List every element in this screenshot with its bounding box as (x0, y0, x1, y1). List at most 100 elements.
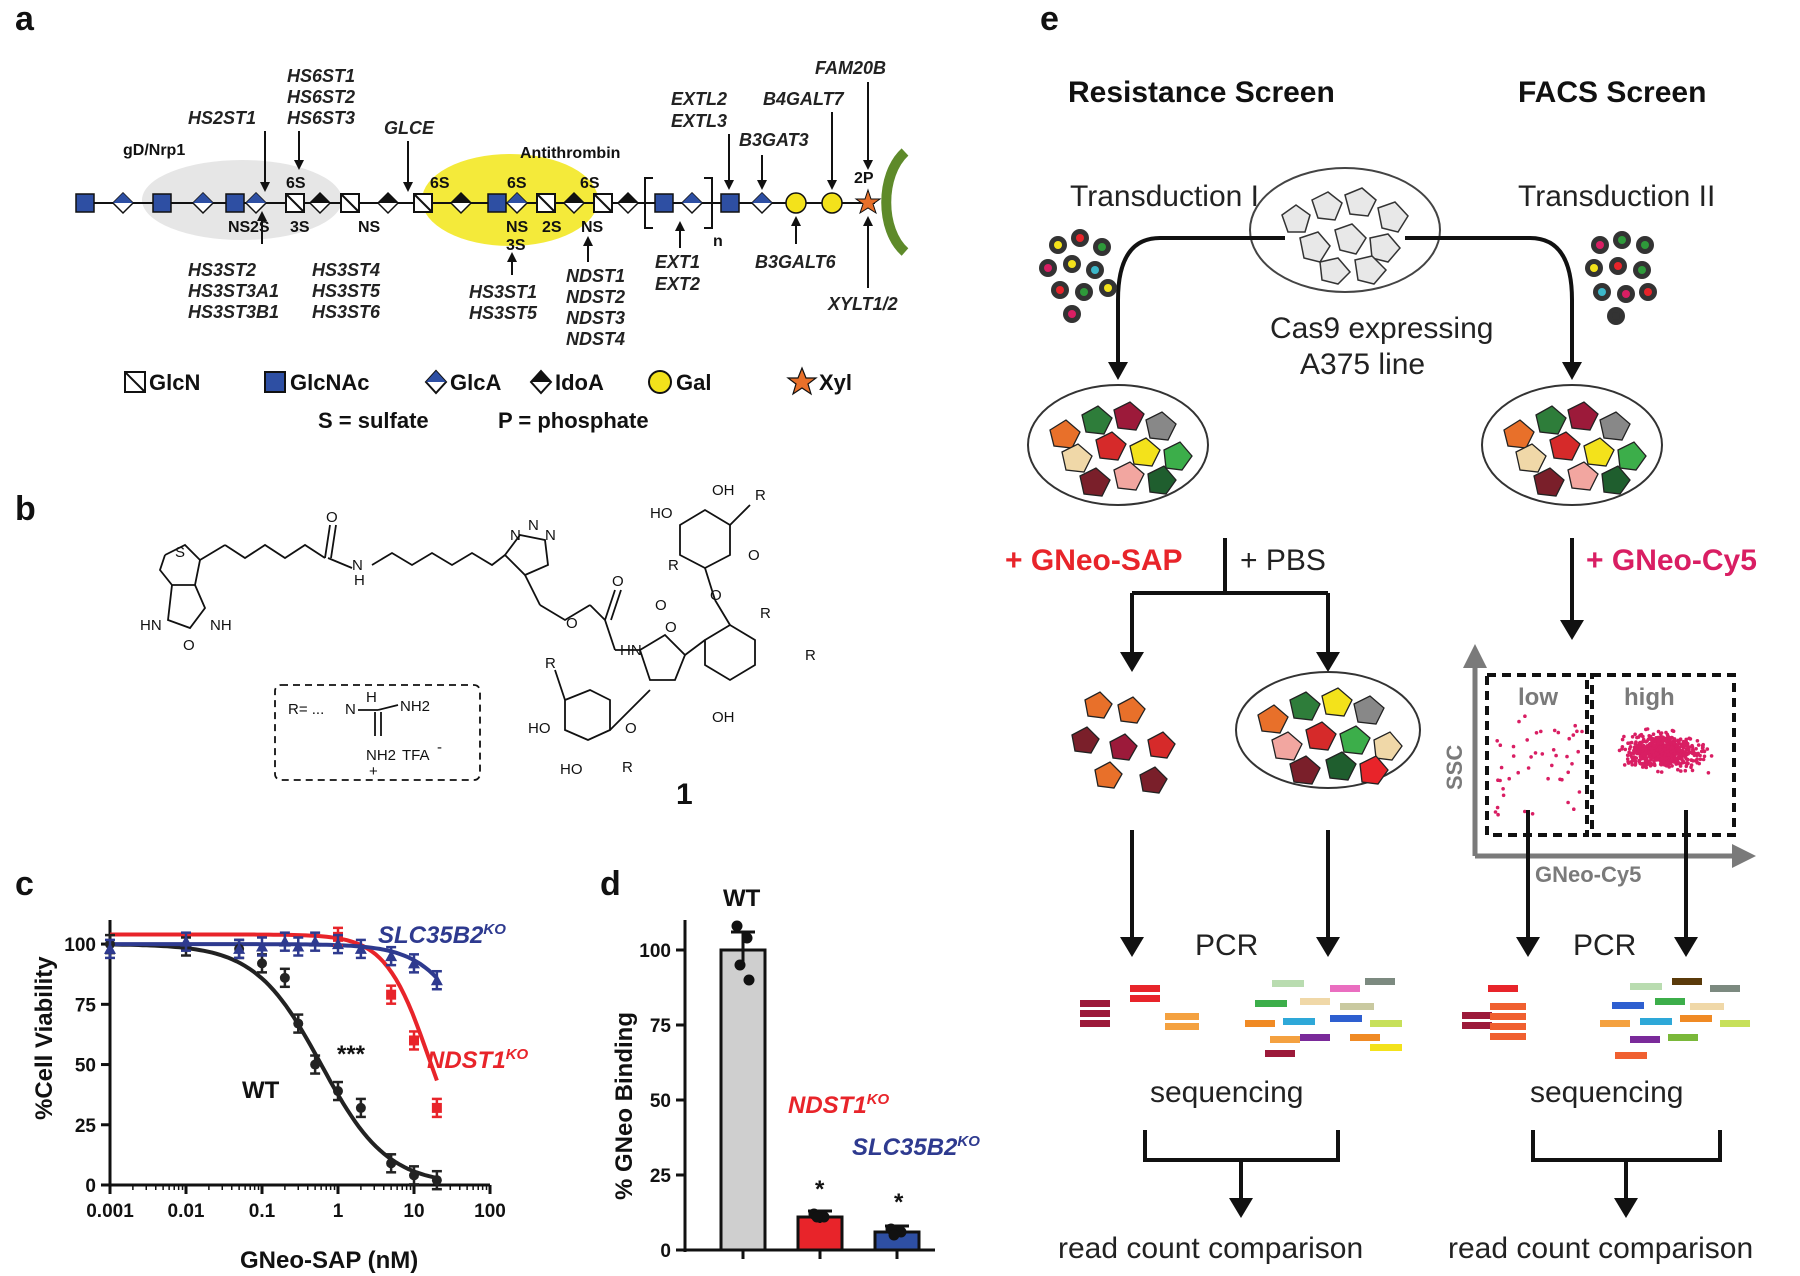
facs-event-high (1633, 745, 1637, 750)
atom-r3: R (760, 605, 771, 622)
xyl-unit (854, 188, 882, 215)
facs-event-high (1696, 743, 1701, 747)
data-point-WT (333, 1086, 343, 1097)
glycan-legend: GlcN GlcNAc GlcA IdoA Gal Xyl S = sulfat… (124, 366, 852, 433)
facs-event-high (1628, 745, 1633, 749)
facs-event-high (1663, 753, 1667, 758)
facs-event-high (1690, 768, 1695, 773)
facs-event-low (1507, 776, 1511, 781)
facs-event-high (1623, 747, 1628, 752)
facs-event-low (1554, 753, 1558, 758)
atom-tfa: TFA (402, 747, 430, 764)
facs-event-low (1516, 770, 1520, 775)
data-point-SLC35B2KO (385, 950, 398, 962)
membrane-icon (881, 148, 909, 256)
atom-r6: R (622, 759, 633, 776)
y-tick-label: 50 (650, 1091, 671, 1112)
r-definition: R= ... (288, 701, 324, 718)
atom-ho3: HO (560, 761, 583, 778)
facs-event-high (1669, 754, 1674, 758)
atom-o2: O (326, 509, 338, 526)
reads-left-control (1245, 978, 1402, 1057)
facs-event-high (1683, 755, 1688, 760)
facs-event-high (1663, 743, 1667, 748)
facs-event-high (1689, 765, 1693, 769)
atom-o8: O (748, 547, 760, 564)
reads-right-high (1600, 978, 1750, 1059)
data-point-WT (386, 1158, 397, 1169)
read-count-left: read count comparison (1058, 1232, 1363, 1265)
facs-event-high (1637, 749, 1641, 753)
facs-event-low (1496, 812, 1500, 817)
repeat-bracket-right (704, 177, 713, 229)
transduced-pool-left (1027, 384, 1209, 506)
gene-hs3st5: HS3ST5 (312, 281, 381, 301)
facs-event-high (1620, 737, 1625, 742)
replicate-point (741, 932, 753, 944)
facs-event-low (1540, 752, 1545, 756)
facs-event-low (1495, 739, 1499, 743)
facs-event-high (1692, 753, 1697, 758)
facs-event-high (1658, 747, 1662, 752)
x-tick-label: 1 (333, 1201, 344, 1222)
facs-event-high (1683, 743, 1688, 747)
facs-event-high (1679, 769, 1683, 773)
facs-event-low (1570, 762, 1574, 766)
gd-nrp1-label: gD/Nrp1 (123, 142, 185, 159)
facs-event-high (1641, 763, 1646, 767)
facs-event-high (1658, 741, 1663, 746)
gneo-cy5-label: + GNeo-Cy5 (1586, 544, 1757, 577)
facs-event-low (1565, 754, 1569, 759)
facs-event-high (1679, 753, 1683, 757)
facs-event-low (1495, 805, 1500, 810)
facs-event-low (1552, 728, 1557, 733)
facs-event-high (1646, 750, 1651, 755)
facs-event-high (1655, 757, 1660, 761)
replicate-point (734, 959, 746, 971)
facs-event-low (1529, 755, 1533, 759)
charge-minus: - (437, 739, 442, 756)
legend-sulfate: S = sulfate (318, 408, 429, 433)
facs-event-high (1673, 752, 1677, 756)
gene-extl2: EXTL2 (671, 89, 727, 109)
mod-6s: 6S (430, 175, 450, 192)
mod-6s: 6S (580, 175, 600, 192)
x-tick-label: 0.001 (86, 1201, 134, 1222)
facs-event-high (1656, 769, 1660, 774)
compound-number: 1 (676, 778, 693, 811)
atom-h: H (354, 572, 365, 589)
chart-d-sig-2: * (894, 1189, 904, 1216)
facs-event-low (1556, 730, 1561, 735)
facs-event-low (1533, 751, 1538, 755)
facs-event-high (1637, 758, 1642, 763)
legend-xyl-icon (786, 366, 818, 396)
gene-b3gat3: B3GAT3 (739, 130, 809, 150)
facs-event-high (1630, 762, 1634, 767)
facs-event-high (1620, 747, 1624, 751)
facs-event-high (1684, 752, 1688, 756)
facs-event-high (1701, 757, 1706, 762)
facs-event-high (1662, 756, 1666, 761)
gene-hs2st1: HS2ST1 (188, 108, 256, 128)
pcr-label-left: PCR (1195, 929, 1258, 962)
panel-e-workflow: Resistance Screen FACS Screen Transducti… (1005, 76, 1757, 1265)
data-point-SLC35B2KO (233, 942, 246, 954)
facs-event-high (1630, 735, 1635, 739)
x-tick-label: 100 (474, 1201, 506, 1222)
atom-hn: HN (140, 617, 162, 634)
facs-event-high (1675, 752, 1680, 756)
y-tick-label: 50 (75, 1056, 96, 1077)
data-point-NDST1KO (386, 989, 397, 1000)
facs-event-low (1566, 770, 1570, 775)
data-point-SLC35B2KO (408, 957, 420, 969)
y-tick-label: 0 (85, 1176, 96, 1197)
facs-ssc-label: SSC (1442, 745, 1467, 790)
facs-plot: low high SSC GNeo-Cy5 (1442, 644, 1756, 887)
facs-event-low (1566, 800, 1570, 805)
atom-n: N (352, 557, 363, 574)
chart-d-slc-label: SLC35B2KO (852, 1133, 980, 1161)
facs-event-high (1686, 748, 1691, 753)
facs-event-high (1666, 735, 1671, 740)
